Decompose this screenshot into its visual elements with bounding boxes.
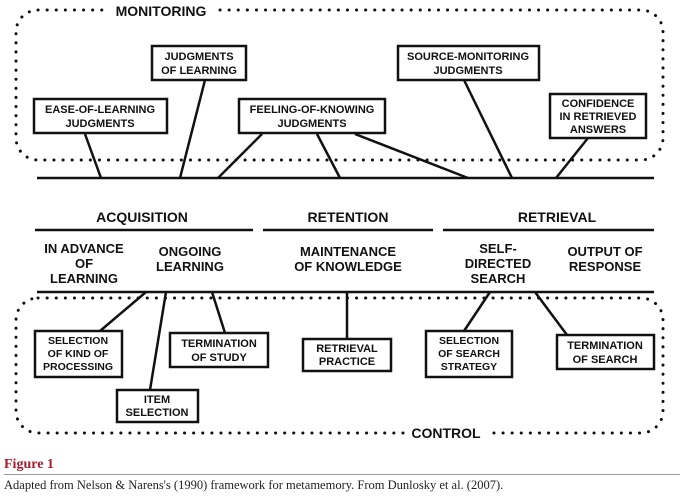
svg-text:EASE-OF-LEARNING: EASE-OF-LEARNING (45, 104, 155, 116)
svg-text:IN ADVANCE: IN ADVANCE (44, 241, 124, 256)
svg-text:SELECTION: SELECTION (48, 335, 108, 347)
svg-text:SOURCE-MONITORING: SOURCE-MONITORING (407, 51, 529, 63)
svg-text:JUDGMENTS: JUDGMENTS (433, 65, 502, 77)
svg-text:PRACTICE: PRACTICE (319, 356, 375, 368)
control-label: CONTROL (411, 425, 481, 441)
svg-text:IN RETRIEVED: IN RETRIEVED (559, 111, 636, 123)
svg-text:ANSWERS: ANSWERS (570, 124, 626, 136)
svg-text:OF LEARNING: OF LEARNING (161, 65, 237, 77)
monitoring-connectors (83, 79, 589, 180)
svg-text:FEELING-OF-KNOWING: FEELING-OF-KNOWING (250, 104, 375, 116)
svg-text:PROCESSING: PROCESSING (43, 361, 113, 373)
svg-text:JUDGMENTS: JUDGMENTS (164, 51, 233, 63)
item-selection-box: ITEM SELECTION (115, 388, 200, 424)
source-monitoring-box: SOURCE-MONITORING JUDGMENTS (396, 44, 541, 82)
monitoring-label: MONITORING (116, 3, 207, 19)
substage-self-directed: SELF- DIRECTED SEARCH (465, 241, 531, 286)
substage-output: OUTPUT OF RESPONSE (567, 244, 642, 274)
termination-of-study-box: TERMINATION OF STUDY (168, 331, 270, 369)
svg-text:SELECTION: SELECTION (439, 335, 499, 347)
svg-text:RESPONSE: RESPONSE (569, 259, 642, 274)
svg-text:STRATEGY: STRATEGY (441, 361, 497, 373)
feeling-of-knowing-box: FEELING-OF-KNOWING JUDGMENTS (237, 97, 387, 135)
retrieval-practice-box: RETRIEVAL PRACTICE (301, 337, 393, 373)
svg-text:CONFIDENCE: CONFIDENCE (562, 98, 635, 110)
svg-text:RETRIEVAL: RETRIEVAL (316, 343, 378, 355)
termination-of-search-box: TERMINATION OF SEARCH (555, 333, 656, 371)
confidence-box: CONFIDENCE IN RETRIEVED ANSWERS (548, 92, 648, 140)
substage-in-advance: IN ADVANCE OF LEARNING (44, 241, 124, 286)
svg-text:OF STUDY: OF STUDY (191, 352, 247, 364)
svg-text:OUTPUT OF: OUTPUT OF (567, 244, 642, 259)
svg-text:DIRECTED: DIRECTED (465, 256, 531, 271)
svg-text:SELF-: SELF- (479, 241, 517, 256)
svg-text:SEARCH: SEARCH (471, 271, 526, 286)
svg-text:OF SEARCH: OF SEARCH (438, 348, 500, 360)
svg-text:ITEM: ITEM (144, 394, 170, 406)
svg-text:TERMINATION: TERMINATION (567, 340, 643, 352)
figure-caption: Adapted from Nelson & Narens's (1990) fr… (4, 478, 504, 492)
substage-ongoing: ONGOING LEARNING (156, 244, 224, 274)
caption-divider (4, 474, 680, 475)
selection-kind-processing-box: SELECTION OF KIND OF PROCESSING (33, 329, 124, 379)
svg-text:TERMINATION: TERMINATION (181, 338, 257, 350)
svg-text:MAINTENANCE: MAINTENANCE (300, 244, 396, 259)
stage-retention: RETENTION (308, 209, 389, 225)
judgments-of-learning-box: JUDGMENTS OF LEARNING (150, 44, 248, 82)
monitoring-region (14, 8, 665, 162)
svg-text:OF KNOWLEDGE: OF KNOWLEDGE (294, 259, 402, 274)
svg-text:OF: OF (75, 256, 93, 271)
svg-text:OF KIND OF: OF KIND OF (48, 348, 109, 360)
svg-text:JUDGMENTS: JUDGMENTS (65, 118, 134, 130)
substage-maintenance: MAINTENANCE OF KNOWLEDGE (294, 244, 402, 274)
figure-label: Figure 1 (4, 457, 54, 472)
svg-text:SELECTION: SELECTION (126, 407, 189, 419)
selection-search-strategy-box: SELECTION OF SEARCH STRATEGY (424, 329, 514, 379)
control-connectors (99, 291, 569, 391)
stage-retrieval: RETRIEVAL (518, 209, 597, 225)
stage-acquisition: ACQUISITION (96, 209, 188, 225)
svg-text:OF SEARCH: OF SEARCH (573, 354, 638, 366)
svg-text:LEARNING: LEARNING (50, 271, 118, 286)
svg-text:ONGOING: ONGOING (159, 244, 222, 259)
ease-of-learning-box: EASE-OF-LEARNING JUDGMENTS (32, 97, 169, 135)
svg-text:JUDGMENTS: JUDGMENTS (277, 118, 346, 130)
svg-text:LEARNING: LEARNING (156, 259, 224, 274)
control-region (14, 296, 665, 435)
